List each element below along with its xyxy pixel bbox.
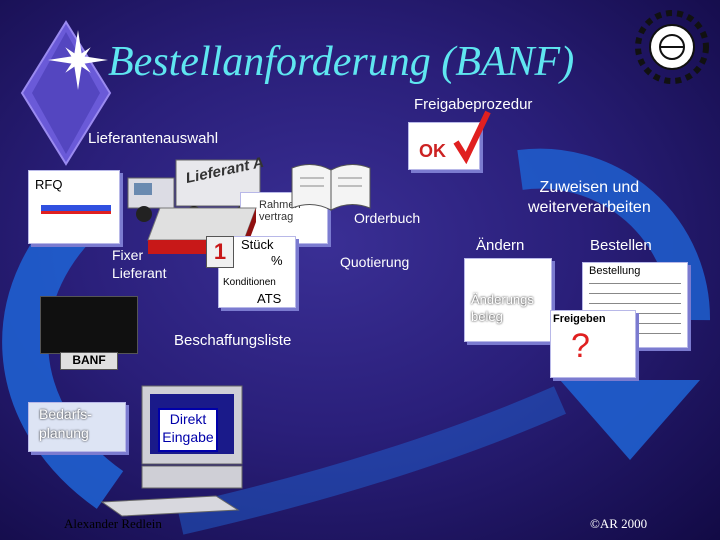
rfq-label: RFQ — [35, 177, 62, 192]
lieferantenauswahl-label: Lieferantenauswahl — [88, 130, 218, 147]
banf-stack — [40, 296, 138, 354]
bedarfsplanung-label: Bedarfs- planung — [39, 405, 92, 443]
footer-author: Alexander Redlein — [64, 516, 162, 532]
fixer-lieferant-label: Fixer Lieferant — [112, 246, 166, 282]
freigeben-document: Freigeben ? — [550, 310, 636, 378]
aenderungsbeleg-label: Änderungs beleg — [471, 291, 534, 325]
footer-copyright: ©AR 2000 — [590, 516, 647, 532]
aenderungsbeleg-document: Änderungs beleg — [464, 258, 552, 342]
aendern-label: Ändern — [476, 237, 524, 254]
bestellen-label: Bestellen — [590, 237, 652, 254]
bestellung-label: Bestellung — [589, 265, 640, 277]
orderbuch-label: Orderbuch — [354, 210, 420, 226]
beschaffungsliste-label: Beschaffungsliste — [174, 332, 291, 349]
banf-label: BANF — [60, 352, 118, 370]
quotierung-label: Quotierung — [340, 254, 409, 270]
ok-text: OK — [419, 141, 446, 162]
question-mark: ? — [571, 327, 590, 366]
percent-label: % — [271, 253, 283, 268]
checkmark-icon — [452, 108, 492, 164]
ats-label: ATS — [257, 291, 281, 306]
konditionen-label: Konditionen — [223, 277, 276, 288]
number-one-badge: 1 — [206, 236, 234, 268]
zuweisen-label: Zuweisen und weiterverarbeiten — [528, 178, 651, 218]
rfq-document: RFQ — [28, 170, 120, 244]
book-icon — [288, 160, 374, 212]
freigeben-label: Freigeben — [553, 313, 606, 325]
direkt-eingabe-label: Direkt Eingabe — [158, 408, 218, 452]
stueck-label: Stück — [241, 237, 274, 252]
